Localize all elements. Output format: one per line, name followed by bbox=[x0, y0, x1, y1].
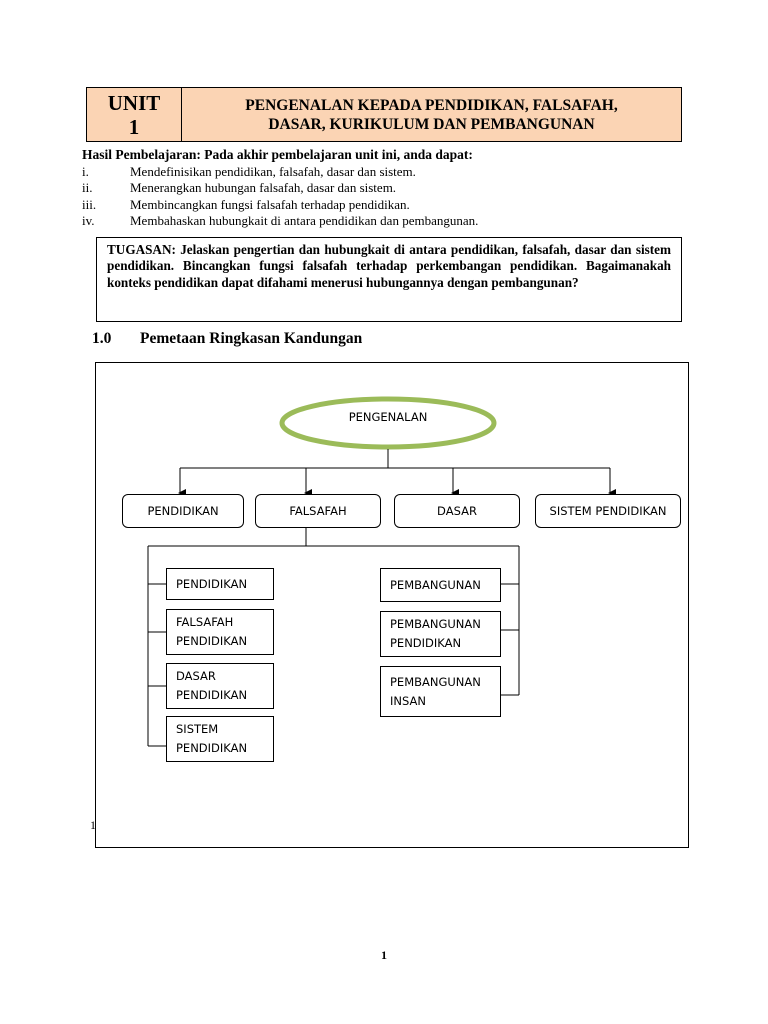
left-node-dasar-pendidikan: DASAR PENDIDIKAN bbox=[166, 663, 274, 709]
task-box: TUGASAN: Jelaskan pengertian dan hubungk… bbox=[96, 237, 682, 322]
section-title: Pemetaan Ringkasan Kandungan bbox=[140, 330, 363, 347]
node-label-line1: FALSAFAH bbox=[176, 615, 234, 629]
node-label-line1: SISTEM bbox=[176, 722, 219, 736]
learning-outcomes: Hasil Pembelajaran: Pada akhir pembelaja… bbox=[82, 147, 682, 230]
node-label: PENDIDIKAN bbox=[147, 504, 219, 518]
outcome-text: Membincangkan fungsi falsafah terhadap p… bbox=[130, 196, 410, 212]
left-node-falsafah-pendidikan: FALSAFAH PENDIDIKAN bbox=[166, 609, 274, 655]
node-label-line1: PEMBANGUNAN bbox=[390, 617, 481, 631]
outcome-text: Membahaskan hubungkait di antara pendidi… bbox=[130, 213, 479, 228]
node-sistem-pendidikan: SISTEM PENDIDIKAN bbox=[535, 494, 681, 528]
node-label-line2: INSAN bbox=[390, 693, 426, 708]
node-label: DASAR bbox=[437, 504, 477, 518]
node-label-line2: PENDIDIKAN bbox=[176, 741, 248, 755]
node-label: SISTEM PENDIDIKAN bbox=[549, 504, 667, 518]
unit-title-line1: PENGENALAN KEPADA PENDIDIKAN, FALSAFAH, bbox=[245, 96, 618, 114]
node-label-line2: PENDIDIKAN bbox=[176, 688, 248, 702]
right-node-pembangunan-pendidikan: PEMBANGUNAN PENDIDIKAN bbox=[380, 611, 501, 657]
outcome-item: iv. Membahaskan hubungkait di antara pen… bbox=[82, 213, 682, 230]
right-node-pembangunan-insan: PEMBANGUNAN INSAN bbox=[380, 666, 501, 717]
unit-title-line2: DASAR, KURIKULUM DAN PEMBANGUNAN bbox=[268, 115, 595, 133]
page-number: 1 bbox=[381, 948, 387, 962]
learning-outcomes-heading: Hasil Pembelajaran: Pada akhir pembelaja… bbox=[82, 147, 473, 162]
node-label: FALSAFAH bbox=[289, 504, 347, 518]
left-node-sistem-pendidikan: SISTEM PENDIDIKAN bbox=[166, 716, 274, 762]
node-dasar: DASAR bbox=[394, 494, 520, 528]
outcome-number: iii. bbox=[82, 196, 97, 212]
root-label: PENGENALAN bbox=[348, 410, 428, 424]
node-label-line1: PEMBANGUNAN bbox=[390, 674, 481, 689]
section-number: 1.0 bbox=[92, 330, 112, 347]
outcome-number: ii. bbox=[82, 180, 93, 195]
stray-mark: 1 bbox=[90, 818, 96, 832]
right-node-pembangunan: PEMBANGUNAN bbox=[380, 568, 501, 602]
outcome-number: i. bbox=[82, 163, 89, 179]
outcome-item: iii. Membincangkan fungsi falsafah terha… bbox=[82, 197, 682, 214]
outcome-text: Mendefinisikan pendidikan, falsafah, das… bbox=[130, 163, 416, 179]
node-label-line1: DASAR bbox=[176, 669, 216, 683]
outcome-text: Menerangkan hubungan falsafah, dasar dan… bbox=[130, 180, 397, 195]
section-heading: 1.0 Pemetaan Ringkasan Kandungan bbox=[92, 330, 362, 348]
content-map-frame bbox=[95, 362, 689, 848]
unit-title: PENGENALAN KEPADA PENDIDIKAN, FALSAFAH, … bbox=[182, 88, 681, 141]
node-label-line2: PENDIDIKAN bbox=[176, 634, 248, 648]
outcome-number: iv. bbox=[82, 213, 95, 228]
outcome-item: i. Mendefinisikan pendidikan, falsafah, … bbox=[82, 164, 682, 181]
outcome-item: ii. Menerangkan hubungan falsafah, dasar… bbox=[82, 180, 682, 197]
unit-number: 1 bbox=[128, 114, 140, 139]
node-pendidikan: PENDIDIKAN bbox=[122, 494, 244, 528]
node-falsafah: FALSAFAH bbox=[255, 494, 381, 528]
unit-label: UNIT 1 bbox=[87, 88, 182, 141]
node-label-line1: PENDIDIKAN bbox=[176, 576, 248, 591]
left-node-pendidikan: PENDIDIKAN bbox=[166, 568, 274, 600]
node-label-line1: PEMBANGUNAN bbox=[390, 577, 481, 592]
node-label-line2: PENDIDIKAN bbox=[390, 636, 462, 650]
unit-word: UNIT bbox=[107, 90, 161, 115]
unit-header: UNIT 1 PENGENALAN KEPADA PENDIDIKAN, FAL… bbox=[86, 87, 682, 142]
